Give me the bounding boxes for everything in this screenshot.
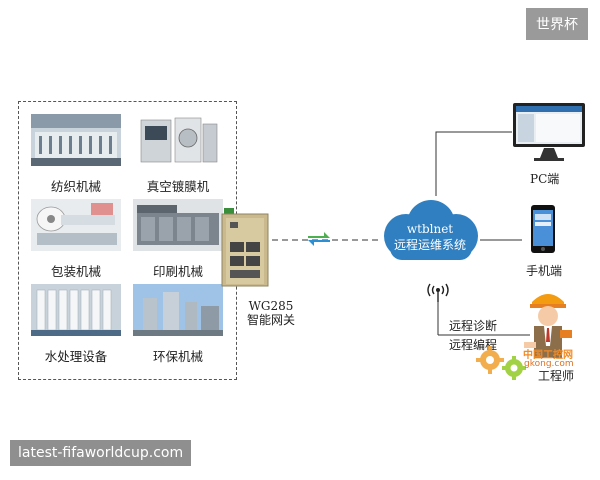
- machine-label: 水处理设备: [44, 349, 108, 364]
- engineer-label: 工程师: [538, 369, 575, 383]
- gateway-name: 智能网关: [246, 313, 295, 327]
- machine-water: 水处理设备: [31, 284, 121, 365]
- machine-environmental: 环保机械: [133, 284, 223, 365]
- cloud-pc-link: [435, 131, 512, 196]
- pc-monitor-icon: [513, 103, 585, 161]
- gear-logo-icon: [476, 346, 526, 380]
- printing-machine-image: [133, 199, 223, 251]
- machine-textile: 纺织机械: [31, 114, 121, 195]
- signal-arrows-icon: [308, 232, 330, 246]
- vacuum-machine-image: [133, 114, 223, 166]
- remote-programming-label: 远程编程: [449, 338, 498, 352]
- water-machine-image: [31, 284, 121, 336]
- phone-label: 手机端: [526, 264, 563, 278]
- gateway-label: WG285 智能网关: [236, 299, 306, 327]
- packaging-machine-image: [31, 199, 121, 251]
- cloud-label: wtblnet 远程运维系统: [378, 221, 482, 253]
- footer-watermark: latest-fifaworldcup.com: [10, 440, 192, 466]
- engineer-icon: [524, 294, 572, 358]
- machine-label: 印刷机械: [152, 264, 203, 279]
- antenna-icon: [427, 283, 449, 302]
- machine-packaging: 包装机械: [31, 199, 121, 280]
- cloud-title: wtblnet: [406, 222, 454, 236]
- pc-label: PC端: [530, 172, 560, 186]
- gateway-device: [221, 208, 269, 287]
- environmental-machine-image: [133, 284, 223, 336]
- machine-printing: 印刷机械: [133, 199, 223, 280]
- machine-label: 纺织机械: [50, 179, 101, 194]
- machine-label: 真空镀膜机: [146, 179, 210, 194]
- textile-machine-image: [31, 114, 121, 166]
- machine-label: 环保机械: [152, 349, 203, 364]
- gkong-watermark: 中国工控网: [523, 350, 573, 361]
- cloud-shape: [384, 200, 478, 260]
- smartphone-icon: [531, 205, 555, 253]
- gateway-model: WG285: [248, 299, 294, 313]
- machine-vacuum: 真空镀膜机: [133, 114, 223, 195]
- machine-label: 包装机械: [50, 264, 101, 279]
- cloud-subtitle: 远程运维系统: [393, 238, 466, 252]
- remote-diagnosis-label: 远程诊断: [449, 319, 498, 333]
- gkong-site: gkong.com: [524, 359, 574, 369]
- site-badge: 世界杯: [526, 8, 588, 40]
